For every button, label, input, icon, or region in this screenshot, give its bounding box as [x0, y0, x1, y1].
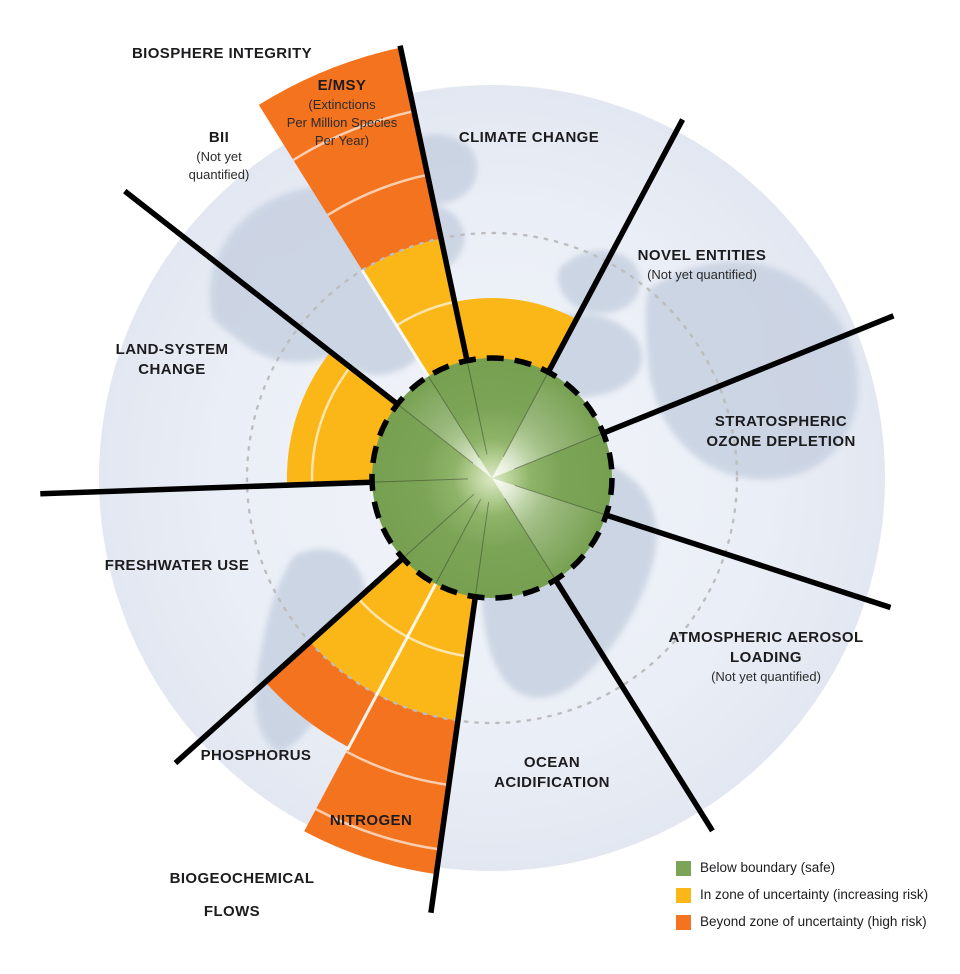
legend-label-safe: Below boundary (safe) [700, 860, 836, 875]
sector-divider-line [603, 313, 895, 436]
sector-divider-line [428, 597, 478, 914]
legend-label-high-risk: Beyond zone of uncertainty (high risk) [700, 914, 927, 929]
inner-divider-line [466, 361, 488, 455]
inner-divider-line [514, 432, 603, 470]
boundary-dashed-circle [369, 355, 615, 601]
wedge-biogeochemical-flows-nitrogen-uncertainty [377, 583, 476, 721]
wedge-atmospheric-aerosol-loading-not-quantified [492, 478, 605, 579]
legend-item-high-risk: Beyond zone of uncertainty (high risk) [676, 914, 928, 930]
inner-divider-line [504, 498, 556, 580]
sector-divider-lines [40, 45, 895, 914]
wedge-biogeochemical-flows-phosphorus-uncertainty [309, 557, 437, 695]
sector-divider-line [546, 118, 686, 373]
legend-item-uncertainty: In zone of uncertainty (increasing risk) [676, 887, 928, 903]
wedge-gridline-arc [345, 750, 450, 787]
inner-sector-divider-lines [373, 361, 606, 596]
wedge-gridline-arc [327, 173, 428, 217]
inner-divider-line [474, 501, 490, 596]
inner-divider-line [397, 404, 474, 464]
inner-divider-line [373, 478, 469, 483]
sector-divider-line [606, 512, 892, 611]
inner-divider-line [502, 372, 549, 458]
sector-divider-line [397, 45, 470, 361]
sector-divider-line [173, 556, 404, 766]
sector-divider-line [123, 188, 399, 406]
sector-divider-line [553, 579, 715, 833]
inner-divider-line [514, 484, 606, 516]
wedge-biosphere-integrity-e-msy-high-risk [258, 47, 442, 271]
wedge-biosphere-integrity-bii-not-quantified [399, 377, 492, 478]
inner-divider-line [435, 498, 482, 584]
wedge-biogeochemical-flows-phosphorus-high-risk [265, 641, 377, 748]
sub-divider-lines [346, 269, 437, 751]
legend: Below boundary (safe) In zone of uncertai… [676, 860, 928, 941]
wedge-gridline-arc [357, 597, 409, 639]
wedge-biogeochemical-flows-nitrogen-high-risk [304, 694, 458, 875]
wedge-gridline-arc [292, 109, 415, 162]
wedge-gridline-arc [395, 300, 455, 327]
inner-divider-line [428, 376, 480, 458]
legend-swatch-uncertainty [676, 887, 691, 903]
sector-divider-line [40, 479, 372, 497]
wedge-novel-entities-not-quantified [492, 373, 602, 478]
uncertainty-dotted-circle [245, 231, 739, 725]
legend-label-uncertainty: In zone of uncertainty (increasing risk) [700, 887, 929, 902]
wedge-gridline-arc [310, 366, 352, 485]
sub-divider-line [346, 583, 437, 751]
legend-swatch-safe [676, 860, 691, 876]
wedge-climate-change-uncertainty [454, 297, 577, 373]
not-quantified-wedges [399, 373, 605, 579]
wedge-gridline-arc [406, 635, 468, 658]
inner-divider-line [403, 493, 475, 558]
legend-swatch-high-risk [676, 914, 691, 930]
wedge-gridline-arc [315, 807, 440, 851]
wedge-biosphere-integrity-e-msy-uncertainty [362, 238, 468, 378]
legend-item-safe: Below boundary (safe) [676, 860, 928, 876]
sub-divider-line [360, 269, 430, 378]
